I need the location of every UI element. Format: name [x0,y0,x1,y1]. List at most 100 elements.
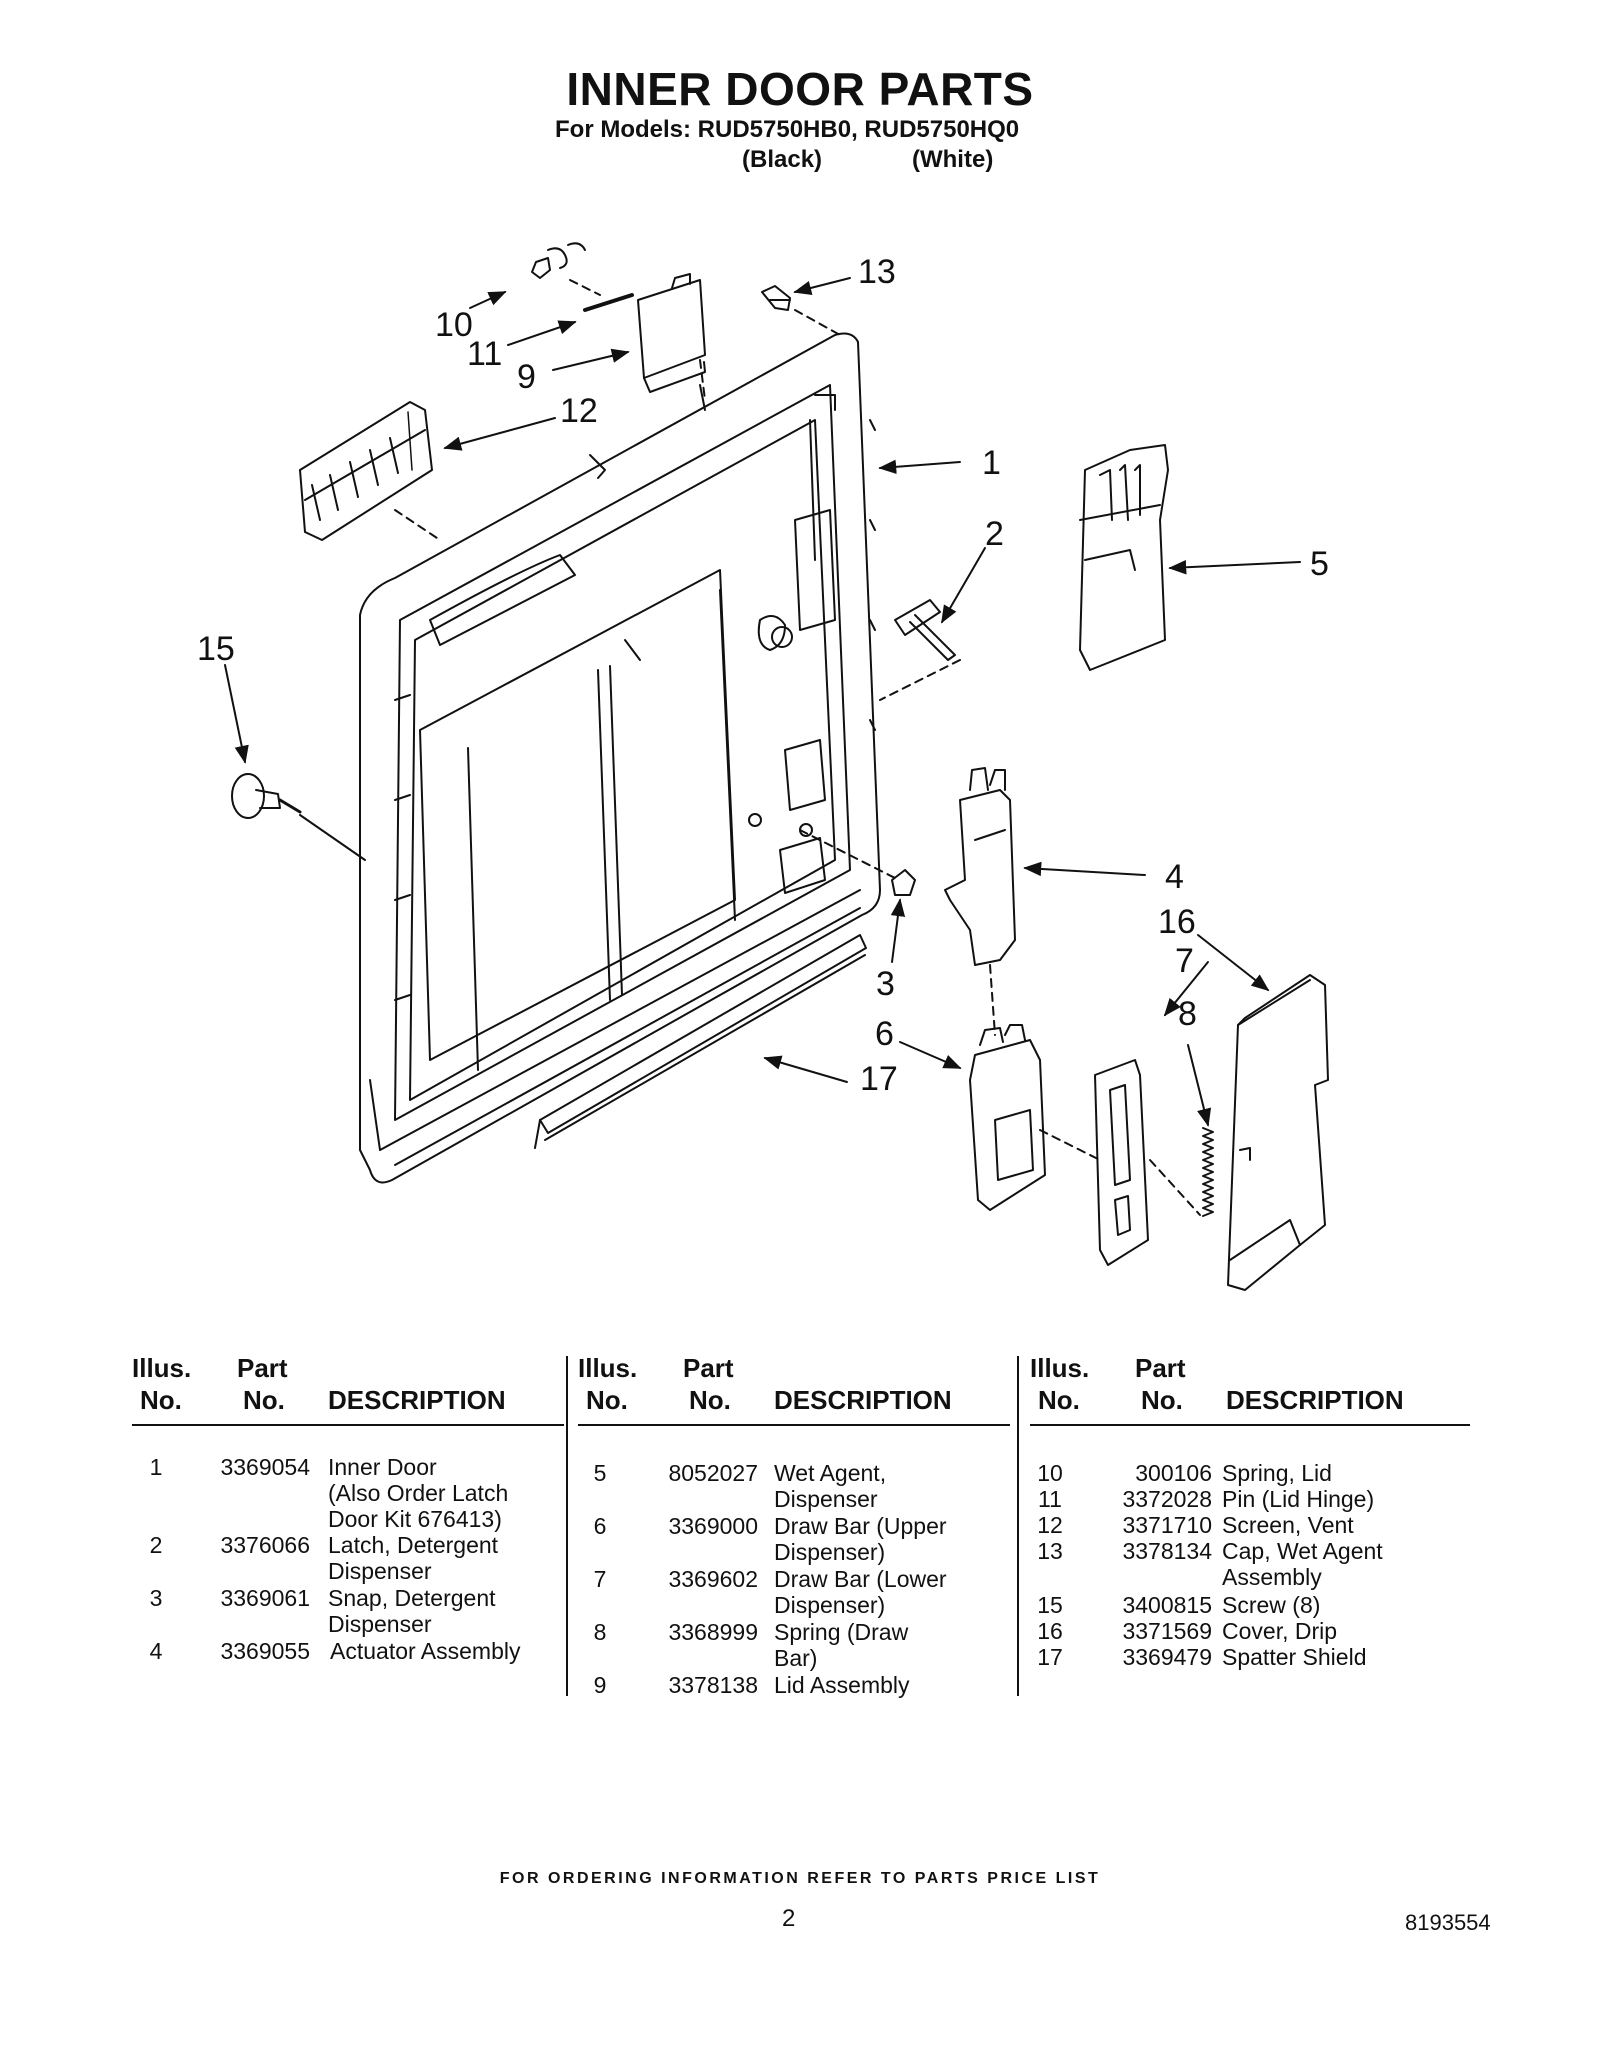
drip-cover-part [1227,974,1329,1291]
header-illus-line2: No. [140,1385,182,1415]
part-description: Lid Assembly [774,1672,910,1698]
diagram-drawing [224,242,1329,1291]
detergent-snap-part [799,829,916,896]
part-no: 3369602 [668,1566,758,1592]
actuator-assembly-part [944,767,1016,1036]
header-part-line2: No. [243,1385,285,1415]
callout-2: 2 [985,515,1004,553]
header-illus-line1: Illus. [132,1353,192,1383]
header-illus-line1: Illus. [1030,1353,1090,1383]
part-no: 3369000 [668,1513,758,1539]
illus-no: 9 [593,1672,607,1698]
header-illus-no: Illus. No. [1030,1352,1089,1416]
callout-7-leader [1163,961,1209,1017]
part-description: Spatter Shield [1222,1644,1367,1670]
inner-door-part [359,332,881,1184]
callout-15-leader [793,277,851,295]
header-description: DESCRIPTION [1226,1385,1404,1415]
illus-no: 17 [1037,1644,1063,1670]
illus-no: 11 [1038,1486,1062,1512]
page-number: 2 [782,1905,796,1932]
part-no: 8052027 [668,1460,758,1486]
part-description: Draw Bar (Upper Dispenser) [774,1513,947,1565]
part-description: Screen, Vent [1222,1512,1354,1538]
wet-agent-cap-part [231,773,366,861]
column-divider [1017,1356,1019,1696]
header-part-line1: Part [237,1353,288,1383]
header-illus-line2: No. [1038,1385,1080,1415]
header-part-line1: Part [1135,1353,1186,1383]
part-no: 3371710 [1122,1512,1212,1538]
illus-no: 12 [1037,1512,1063,1538]
part-description: Actuator Assembly [330,1638,521,1664]
callout-16-leader [1197,934,1270,992]
draw-bar-lower-part [1094,1059,1149,1266]
callout-13-leader [224,664,249,764]
part-description: Inner Door (Also Order Latch Door Kit 67… [328,1454,509,1532]
part-no: 3378134 [1122,1538,1212,1564]
header-illus-line1: Illus. [578,1353,638,1383]
callout-16: 16 [1158,903,1196,941]
callout-17-leader [763,1055,848,1083]
callout-4: 4 [1165,858,1184,896]
part-description: Screw (8) [1222,1592,1321,1618]
illus-no: 15 [1037,1592,1063,1618]
part-no: 3369479 [1122,1644,1212,1670]
part-no: 3378138 [668,1672,758,1698]
hinge-pin-and-spring [531,242,634,312]
header-rule [1030,1424,1470,1426]
callout-7: 7 [1175,942,1194,980]
illus-no: 16 [1037,1618,1063,1644]
part-description: Draw Bar (Lower Dispenser) [774,1566,947,1618]
part-no: 3371569 [1122,1618,1212,1644]
illus-no: 6 [593,1513,607,1539]
callout-2-leader [941,547,986,624]
header-part-line2: No. [1141,1385,1183,1415]
part-description: Latch, Detergent Dispenser [328,1532,499,1584]
illus-no: 10 [1037,1460,1063,1486]
document-number: 8193554 [1405,1910,1491,1935]
callout-12-leader [443,417,556,451]
callout-9-leader [552,348,630,371]
part-no: 300106 [1135,1460,1212,1486]
detergent-latch-part [879,599,961,701]
callout-4-leader [1023,861,1146,877]
part-description: Cap, Wet Agent Assembly [1222,1538,1383,1590]
part-description: Spring, Lid [1222,1460,1332,1486]
illus-no: 3 [149,1585,163,1611]
draw-bar-upper-part [969,1024,1101,1211]
spatter-shield-part [534,934,867,1149]
illus-no: 1 [149,1454,163,1480]
header-illus-no: Illus. No. [578,1352,637,1416]
part-description: Cover, Drip [1222,1618,1338,1644]
wet-agent-dispenser-part [1079,444,1169,671]
illus-no: 4 [149,1638,163,1664]
callout-17: 17 [860,1060,898,1098]
header-description: DESCRIPTION [774,1385,952,1415]
vent-screen-part [299,401,433,541]
part-no: 3376066 [220,1532,310,1558]
callout-1-leader [878,459,961,474]
ordering-note: FOR ORDERING INFORMATION REFER TO PARTS … [499,1870,1101,1887]
page-title: INNER DOOR PARTS [566,63,1034,115]
header-illus-line2: No. [586,1385,628,1415]
screw-part [761,285,841,336]
part-no: 3372028 [1122,1486,1212,1512]
header-illus-no: Illus. No. [132,1352,191,1416]
part-no: 3400815 [1122,1592,1212,1618]
part-no: 3369054 [220,1454,310,1480]
part-no: 3368999 [668,1619,758,1645]
column-divider [566,1356,568,1696]
lid-assembly-part [637,273,706,411]
illus-no: 8 [593,1619,607,1645]
header-part-line1: Part [683,1353,734,1383]
illus-no: 5 [593,1460,607,1486]
header-part-no: Part No. [237,1352,288,1416]
callout-3-leader [890,898,906,963]
models-subtitle: For Models: RUD5750HB0, RUD5750HQ0 [555,116,1020,143]
parts-table-column-3: Illus. No. Part No. DESCRIPTION 10 30010… [1030,1352,1470,1700]
callout-5-leader [1168,560,1301,575]
header-rule [578,1424,1010,1426]
callout-6-leader [899,1041,962,1069]
part-no: 3369055 [220,1638,310,1664]
